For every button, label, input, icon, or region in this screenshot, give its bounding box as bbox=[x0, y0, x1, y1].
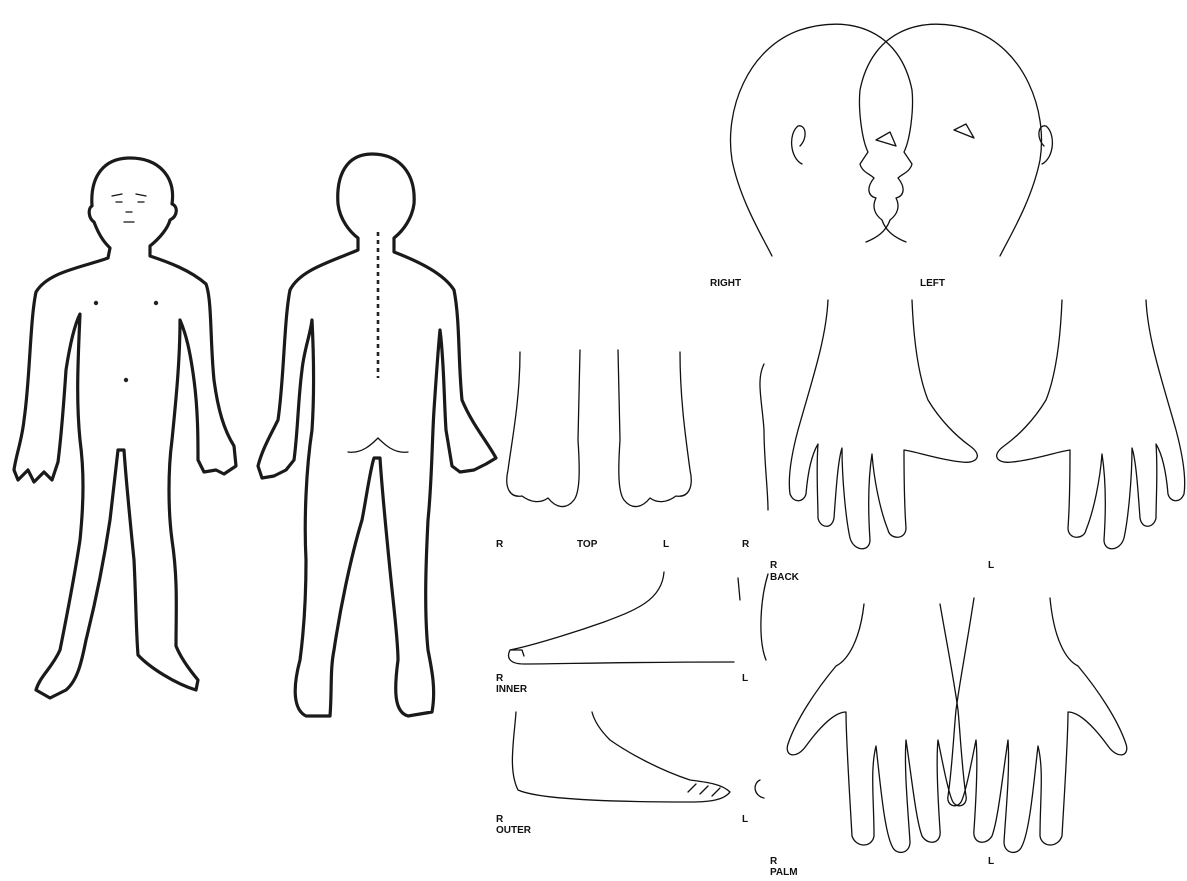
feet-top-r-label: R bbox=[496, 539, 503, 550]
back-body-figure bbox=[258, 154, 496, 716]
head-left-profile bbox=[859, 24, 1052, 256]
palm-title: PALM bbox=[770, 867, 798, 878]
back-r-label: R bbox=[770, 560, 777, 571]
back-l-label: L bbox=[988, 560, 994, 571]
cut-r-label: R bbox=[742, 539, 749, 550]
feet-top-title: TOP bbox=[577, 539, 597, 550]
inner-r-label: R bbox=[496, 673, 503, 684]
feet-top-view bbox=[507, 350, 691, 507]
inner-l-label: L bbox=[742, 673, 748, 684]
palm-r-label: R bbox=[770, 856, 777, 867]
back-title: BACK bbox=[770, 572, 799, 583]
front-body-figure bbox=[14, 158, 236, 698]
head-right-profile bbox=[730, 24, 912, 256]
outer-l-label: L bbox=[742, 814, 748, 825]
foot-inner-view bbox=[509, 572, 768, 664]
face-right-label: RIGHT bbox=[710, 278, 741, 289]
outer-r-label: R bbox=[496, 814, 503, 825]
face-left-label: LEFT bbox=[920, 278, 945, 289]
hands-palm-view bbox=[787, 598, 1127, 852]
feet-top-l-label: L bbox=[663, 539, 669, 550]
outer-title: OUTER bbox=[496, 825, 531, 836]
inner-title: INNER bbox=[496, 684, 527, 695]
hands-back-view bbox=[760, 300, 1185, 549]
foot-outer-view bbox=[512, 712, 764, 802]
palm-l-label: L bbox=[988, 856, 994, 867]
